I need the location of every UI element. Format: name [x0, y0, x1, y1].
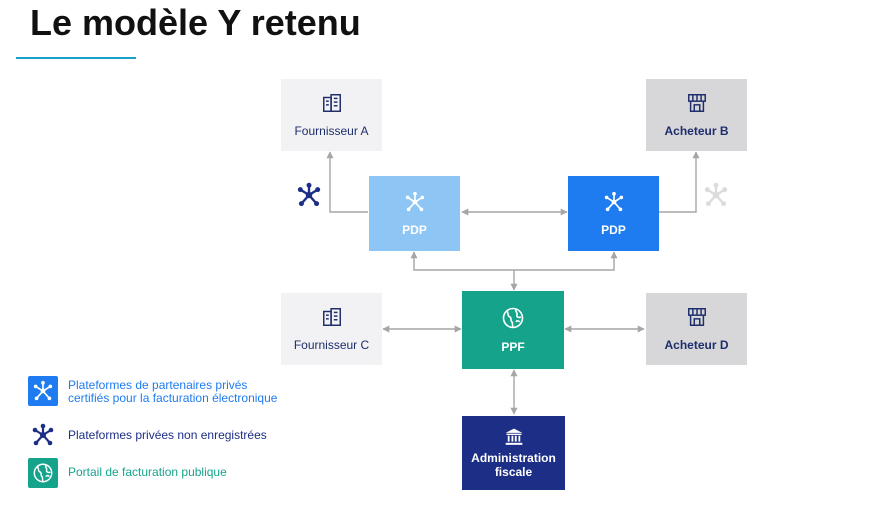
node-acheteur-b: Acheteur B: [646, 79, 747, 151]
globe-icon: [33, 463, 53, 483]
title-underline: [16, 57, 136, 59]
slide-title: Le modèle Y retenu: [30, 2, 361, 43]
legend-pdp-text: Plateformes de partenaires privés certif…: [68, 379, 277, 405]
building-icon: [322, 308, 341, 326]
pdp-right-label: PDP: [601, 222, 626, 237]
legend-ppf-swatch: [28, 458, 58, 488]
legend-pdp-line1: Plateformes de partenaires privés: [68, 378, 248, 392]
shop-icon: [687, 308, 706, 326]
arrow-fournisseur-a-pdp: [326, 151, 368, 213]
globe-icon: [502, 307, 524, 329]
node-acheteur-d: Acheteur D: [646, 293, 747, 365]
legend-pdp-swatch: [28, 376, 58, 406]
node-fournisseur-c: Fournisseur C: [281, 293, 382, 365]
network-icon: [405, 191, 424, 211]
bank-icon: [505, 428, 522, 445]
unregistered-platform-icon: [297, 182, 321, 207]
node-pdp-right: PDP: [568, 176, 659, 251]
node-administration-fiscale: Administration fiscale: [462, 416, 565, 490]
node-fournisseur-a: Fournisseur A: [281, 79, 382, 151]
node-pdp-left: PDP: [369, 176, 460, 251]
network-icon: [33, 380, 53, 401]
legend-unregistered-swatch: [28, 420, 58, 450]
building-icon: [322, 94, 341, 112]
legend-unregistered-text: Plateformes privées non enregistrées: [68, 428, 267, 442]
fournisseur-a-label: Fournisseur A: [294, 124, 369, 138]
acheteur-d-label: Acheteur D: [664, 338, 729, 352]
fournisseur-c-label: Fournisseur C: [293, 338, 370, 352]
ppf-label: PPF: [501, 340, 525, 354]
legend-item-pdp: Plateformes de partenaires privés certif…: [28, 376, 277, 406]
arrow-pdp-acheteur-b: [659, 151, 700, 213]
legend-ppf-text: Portail de facturation publique: [68, 465, 227, 479]
legend-item-unregistered: Plateformes privées non enregistrées: [28, 420, 267, 450]
acheteur-b-label: Acheteur B: [664, 124, 729, 138]
shop-icon: [687, 94, 706, 112]
node-ppf: PPF: [462, 291, 564, 369]
unregistered-platform-faded-icon: [704, 182, 728, 207]
pdp-left-label: PDP: [402, 222, 427, 237]
administration-label-line2: fiscale: [494, 465, 533, 479]
legend-pdp-line2: certifiés pour la facturation électroniq…: [68, 391, 278, 405]
network-icon: [604, 191, 623, 211]
unregistered-platform-icon: [32, 423, 54, 446]
administration-label-line1: Administration: [471, 451, 556, 465]
arrow-pdp-left-ppf: [410, 251, 618, 271]
legend-item-ppf: Portail de facturation publique: [28, 458, 227, 488]
